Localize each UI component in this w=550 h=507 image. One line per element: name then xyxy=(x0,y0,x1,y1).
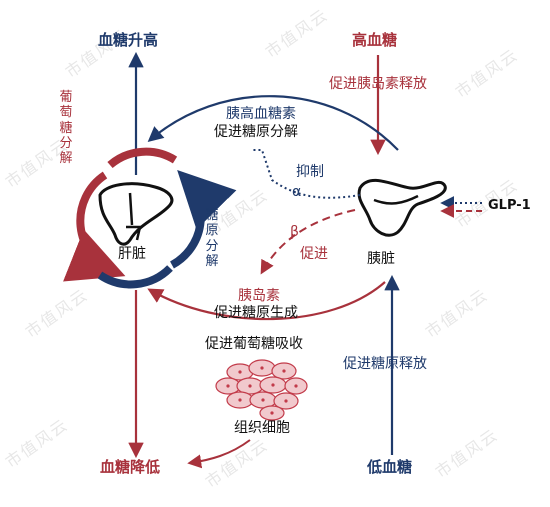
label-promote-insulin-release: 促进胰岛素释放 xyxy=(329,76,427,92)
arrow-promote-beta xyxy=(260,209,356,275)
label-glucagon-line2: 促进糖原分解 xyxy=(214,124,298,140)
label-insulin-line2: 促进糖原生成 xyxy=(214,305,298,321)
arrow-inhibit-alpha xyxy=(252,149,361,199)
liver-cycle-navy-arc xyxy=(169,170,237,269)
liver-cycle-red-top xyxy=(107,147,178,169)
label-glycogen-breakdown-vertical: 糖原分解 xyxy=(205,208,219,269)
node-high-blood-sugar: 高血糖 xyxy=(352,31,398,49)
liver-cycle-navy-bottom xyxy=(97,265,173,289)
pancreas-icon xyxy=(357,178,447,237)
label-promote: 促进 xyxy=(300,246,328,262)
tissue-cell-nuclei xyxy=(226,366,298,415)
liver-cycle-red-arc xyxy=(63,171,126,282)
liver-icon xyxy=(98,182,174,246)
node-liver: 肝脏 xyxy=(118,246,146,262)
label-inhibit: 抑制 xyxy=(296,164,324,180)
arrow-glucagon-arc xyxy=(147,95,399,151)
label-beta: β xyxy=(290,224,299,240)
node-blood-sugar-up: 血糖升高 xyxy=(98,31,159,49)
label-promote-glucose-uptake: 促进葡萄糖吸收 xyxy=(205,336,303,352)
arrow-insulin-arc xyxy=(147,281,386,321)
label-promote-glucagon-release: 促进糖原释放 xyxy=(343,356,427,372)
label-glucagon-line1: 胰高血糖素 xyxy=(226,106,296,122)
label-glucose-breakdown-vertical: 葡萄糖分解 xyxy=(59,90,73,167)
node-glp1: GLP-1 xyxy=(488,198,531,213)
arrow-tissue-to-blood-sugar-down xyxy=(187,439,251,469)
node-low-blood-sugar: 低血糖 xyxy=(367,458,413,476)
label-insulin-line1: 胰岛素 xyxy=(238,288,280,304)
node-tissue: 组织细胞 xyxy=(234,420,290,436)
node-pancreas: 胰脏 xyxy=(367,251,395,267)
label-alpha: α xyxy=(292,184,302,200)
node-blood-sugar-down: 血糖降低 xyxy=(100,458,161,476)
